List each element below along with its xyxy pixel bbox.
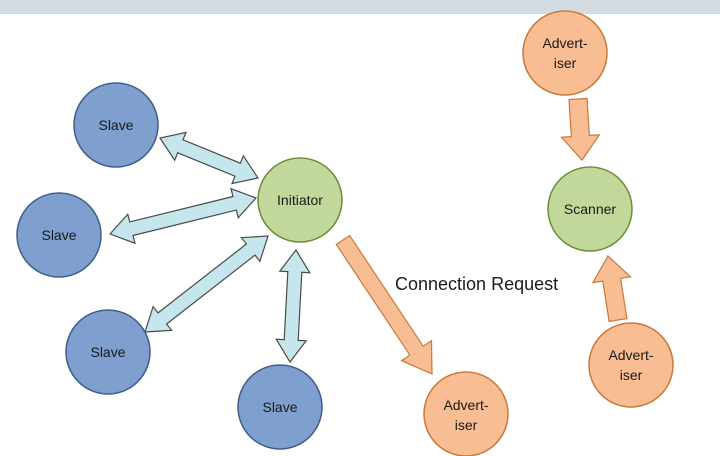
slave-node-2-label: Slave bbox=[41, 227, 76, 243]
advertiser-top-label-line2: iser bbox=[554, 55, 577, 71]
bidir-arrow-initiator-slave-3 bbox=[144, 235, 269, 333]
initiator-node-label: Initiator bbox=[277, 192, 323, 208]
advertiser-top-node: Advert- iser bbox=[522, 10, 608, 96]
advertiser-connect-label-line2: iser bbox=[455, 417, 478, 433]
advertiser-connect-label-line1: Advert- bbox=[443, 397, 488, 413]
connection-request-arrow bbox=[335, 234, 433, 375]
advertiser-top-label-line1: Advert- bbox=[542, 35, 587, 51]
slave-node-1: Slave bbox=[73, 82, 159, 168]
header-band bbox=[0, 0, 720, 14]
slave-node-1-label: Slave bbox=[98, 117, 133, 133]
slave-node-4-label: Slave bbox=[262, 399, 297, 415]
scanner-node-label: Scanner bbox=[564, 201, 616, 217]
advertiser-bottom-node: Advert- iser bbox=[588, 322, 674, 408]
advertiser-connect-node: Advert- iser bbox=[423, 371, 509, 456]
advertise-arrow-top bbox=[560, 97, 601, 161]
bidir-arrow-initiator-slave-2 bbox=[108, 187, 258, 245]
slave-node-2: Slave bbox=[16, 192, 102, 278]
arrow-layer bbox=[108, 97, 632, 375]
initiator-node: Initiator bbox=[257, 157, 343, 243]
advertiser-bottom-label-line1: Advert- bbox=[608, 347, 653, 363]
bidir-arrow-initiator-slave-4 bbox=[275, 248, 311, 364]
connection-request-label: Connection Request bbox=[395, 274, 558, 294]
advertise-arrow-bottom bbox=[591, 255, 632, 323]
slave-node-4: Slave bbox=[237, 364, 323, 450]
scanner-node: Scanner bbox=[547, 166, 633, 252]
slave-node-3-label: Slave bbox=[90, 344, 125, 360]
advertiser-bottom-label-line2: iser bbox=[620, 367, 643, 383]
bidir-arrow-initiator-slave-1 bbox=[159, 131, 259, 185]
slave-node-3: Slave bbox=[65, 309, 151, 395]
